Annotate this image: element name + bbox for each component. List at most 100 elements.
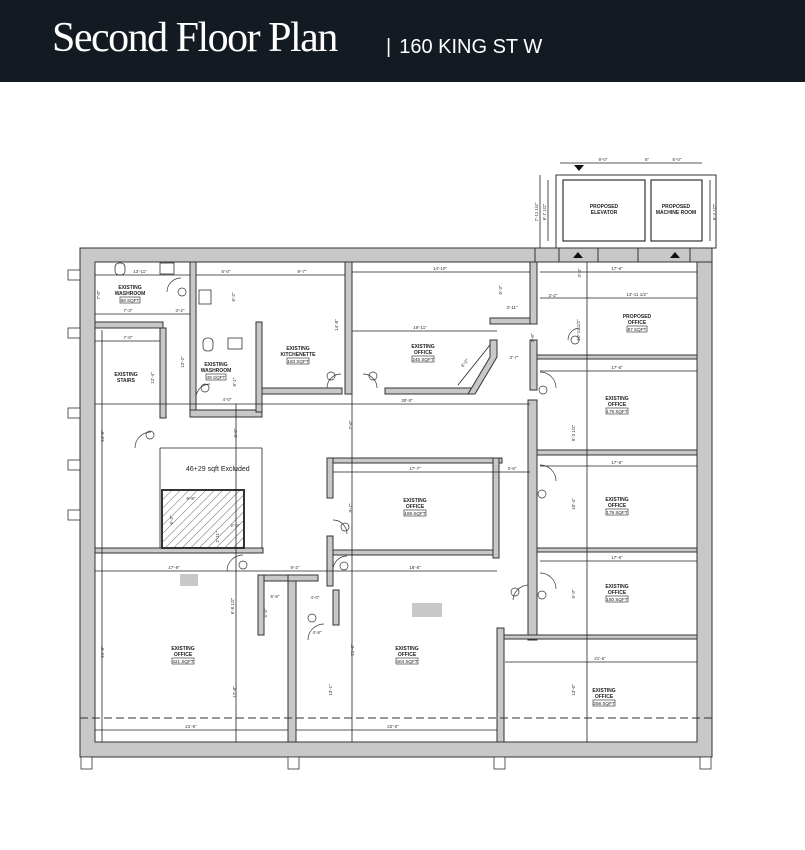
svg-text:6'-7 1/2": 6'-7 1/2": [542, 203, 547, 220]
svg-text:5'-8": 5'-8": [271, 594, 280, 599]
svg-text:87 SQFT: 87 SQFT: [628, 327, 647, 332]
svg-text:13'-0": 13'-0": [571, 684, 576, 696]
arrow-up-icon: [670, 252, 680, 258]
svg-text:13'-1": 13'-1": [328, 684, 333, 696]
svg-text:EXISTING: EXISTING: [204, 362, 227, 368]
arrow-down-icon: [574, 165, 584, 171]
svg-text:49 SQFT: 49 SQFT: [207, 375, 226, 380]
svg-text:4'-0": 4'-0": [223, 397, 232, 402]
svg-text:6'-2": 6'-2": [231, 292, 236, 301]
svg-text:EXISTING: EXISTING: [605, 497, 628, 503]
svg-text:9'-3": 9'-3": [571, 589, 576, 598]
elevator-block: [534, 165, 717, 263]
svg-text:17'-6": 17'-6": [611, 555, 623, 560]
svg-text:17'-7": 17'-7": [409, 466, 421, 471]
fixtures: [114, 262, 243, 352]
svg-text:22'-0": 22'-0": [387, 724, 399, 729]
svg-text:7'-11 1/4": 7'-11 1/4": [534, 202, 539, 221]
svg-text:30'-0": 30'-0": [401, 398, 413, 403]
address: 160 KING ST W: [399, 36, 543, 58]
header-bar: Second Floor Plan | 160 KING ST W: [0, 0, 805, 82]
svg-text:3'-11": 3'-11": [506, 305, 518, 310]
svg-text:17'-6": 17'-6": [611, 365, 623, 370]
svg-text:12'-2": 12'-2": [180, 356, 185, 368]
dimension-labels: 13'-11" 7'-0" 7'-3" 3'-2" 7'-0" 12'-4" 5…: [96, 157, 717, 729]
svg-text:MACHINE ROOM: MACHINE ROOM: [656, 210, 696, 216]
svg-text:18'-8": 18'-8": [409, 565, 421, 570]
svg-text:258 SQFT: 258 SQFT: [593, 701, 614, 706]
svg-text:179 SQFT: 179 SQFT: [606, 409, 627, 414]
svg-text:7'-6": 7'-6": [348, 420, 353, 429]
svg-text:PROPOSED: PROPOSED: [623, 314, 652, 320]
svg-text:OFFICE: OFFICE: [608, 590, 627, 596]
sink-icon: [227, 337, 243, 350]
svg-text:KITCHENETTE: KITCHENETTE: [281, 352, 317, 358]
svg-text:179 SQFT: 179 SQFT: [606, 510, 627, 515]
interior-walls: [94, 261, 698, 743]
svg-text:EXISTING: EXISTING: [171, 646, 194, 652]
svg-text:PROPOSED: PROPOSED: [590, 204, 619, 210]
svg-text:EXISTING: EXISTING: [592, 688, 615, 694]
svg-text:6'-8 1/2": 6'-8 1/2": [230, 597, 235, 614]
wall-notches: [67, 269, 712, 770]
svg-text:STAIRS: STAIRS: [117, 378, 136, 384]
svg-text:404 SQFT: 404 SQFT: [396, 659, 417, 664]
svg-text:9'-0": 9'-0": [599, 157, 608, 162]
svg-text:OFFICE: OFFICE: [608, 503, 627, 509]
svg-text:12'-4": 12'-4": [150, 372, 155, 384]
toilet-icon: [114, 262, 126, 276]
svg-text:4'-0": 4'-0": [311, 595, 320, 600]
svg-text:24'-6": 24'-6": [100, 430, 105, 442]
sink-icon: [198, 289, 212, 305]
svg-text:EXISTING: EXISTING: [605, 584, 628, 590]
svg-text:OFFICE: OFFICE: [414, 350, 433, 356]
svg-text:9'-7": 9'-7": [348, 503, 353, 512]
svg-text:6'-0": 6'-0": [233, 428, 238, 437]
svg-text:17'-9": 17'-9": [168, 565, 180, 570]
page-title: Second Floor Plan: [52, 15, 338, 61]
svg-text:6'-7 1/2": 6'-7 1/2": [712, 203, 717, 220]
title-separator: |: [386, 36, 392, 58]
svg-text:EXISTING: EXISTING: [605, 396, 628, 402]
svg-text:421 SQFT: 421 SQFT: [172, 659, 193, 664]
excluded-note: 46+29 sqft Excluded: [186, 466, 250, 473]
svg-text:19'-11": 19'-11": [413, 325, 427, 330]
svg-text:EXISTING: EXISTING: [395, 646, 418, 652]
address-subtitle: | 160 KING ST W: [386, 36, 542, 59]
redaction-block: [412, 603, 442, 617]
arrow-up-icon: [573, 252, 583, 258]
svg-text:OFFICE: OFFICE: [174, 652, 193, 658]
svg-text:ELEVATOR: ELEVATOR: [591, 210, 618, 216]
svg-text:3'-2": 3'-2": [176, 308, 185, 313]
svg-text:245 SQFT: 245 SQFT: [412, 357, 433, 362]
svg-text:13'-11": 13'-11": [133, 269, 147, 274]
svg-text:6'-8": 6'-8": [187, 496, 196, 501]
svg-text:4'-8": 4'-8": [313, 630, 322, 635]
svg-text:7'-0": 7'-0": [124, 335, 133, 340]
doors: [134, 277, 581, 641]
svg-text:6'-3": 6'-3": [498, 285, 503, 294]
svg-text:17'-6": 17'-6": [611, 460, 623, 465]
svg-text:21'-6": 21'-6": [350, 644, 355, 656]
svg-text:OFFICE: OFFICE: [608, 402, 627, 408]
svg-text:PROPOSED: PROPOSED: [662, 204, 691, 210]
svg-text:EXISTING: EXISTING: [411, 344, 434, 350]
excluded-area: [161, 489, 245, 549]
svg-text:21'-6": 21'-6": [185, 724, 197, 729]
svg-text:7'-3": 7'-3": [124, 308, 133, 313]
redaction-block: [180, 574, 198, 586]
svg-text:EXISTING: EXISTING: [286, 346, 309, 352]
svg-text:9'-7": 9'-7": [298, 269, 307, 274]
svg-text:21'-6": 21'-6": [100, 646, 105, 658]
